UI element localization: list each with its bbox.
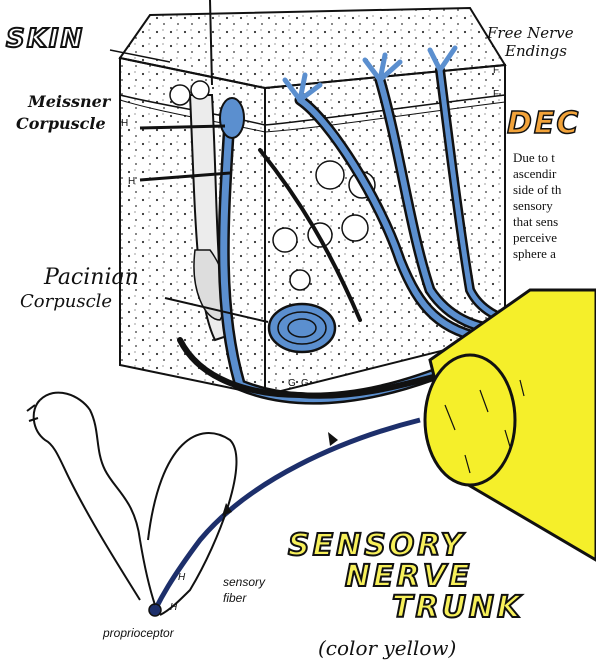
f-marker: F: [493, 65, 499, 76]
arrow-icon: [328, 432, 338, 446]
sensory-fiber-label-1: sensory: [223, 575, 265, 589]
free-nerve-endings-label-2: Endings: [505, 42, 567, 60]
h-marker: H: [170, 602, 177, 613]
trunk-label-3: TRUNK: [392, 590, 523, 625]
decussation-heading: DEC: [507, 106, 580, 141]
skin-label: SKIN: [6, 24, 84, 54]
proprioceptor-dot: [149, 604, 161, 616]
meissner-label-2: Corpuscle: [16, 114, 106, 133]
proprioceptor-label: proprioceptor: [103, 626, 174, 640]
decussation-line: that sens: [513, 214, 561, 230]
decussation-line: side of th: [513, 182, 561, 198]
trunk-label-1: SENSORY: [288, 528, 465, 563]
pacinian-label-1: Pacinian: [44, 265, 139, 290]
f-marker: F: [493, 89, 499, 100]
decussation-line: sensory: [513, 198, 561, 214]
arm-illustration: [27, 393, 236, 615]
meissner-corpuscle: [220, 98, 244, 138]
h-marker: H: [178, 572, 185, 583]
decussation-line: Due to t: [513, 150, 561, 166]
trunk-label-2: NERVE: [345, 559, 472, 594]
g-marker: G: [301, 378, 309, 389]
pacinian-label-2: Corpuscle: [20, 291, 112, 312]
pacinian-corpuscle: [269, 304, 335, 352]
decussation-text: Due to t ascendir side of th sensory tha…: [513, 150, 561, 262]
decussation-line: perceive: [513, 230, 561, 246]
color-yellow-note: (color yellow): [318, 636, 456, 660]
meissner-label-1: Meissner: [28, 92, 110, 111]
g-marker: G: [288, 378, 296, 389]
h-marker: H: [128, 176, 135, 187]
h-marker: H: [121, 118, 128, 129]
decussation-line: ascendir: [513, 166, 561, 182]
sensory-fiber-label-2: fiber: [223, 591, 246, 605]
decussation-line: sphere a: [513, 246, 561, 262]
free-nerve-endings-label-1: Free Nerve: [487, 24, 574, 42]
